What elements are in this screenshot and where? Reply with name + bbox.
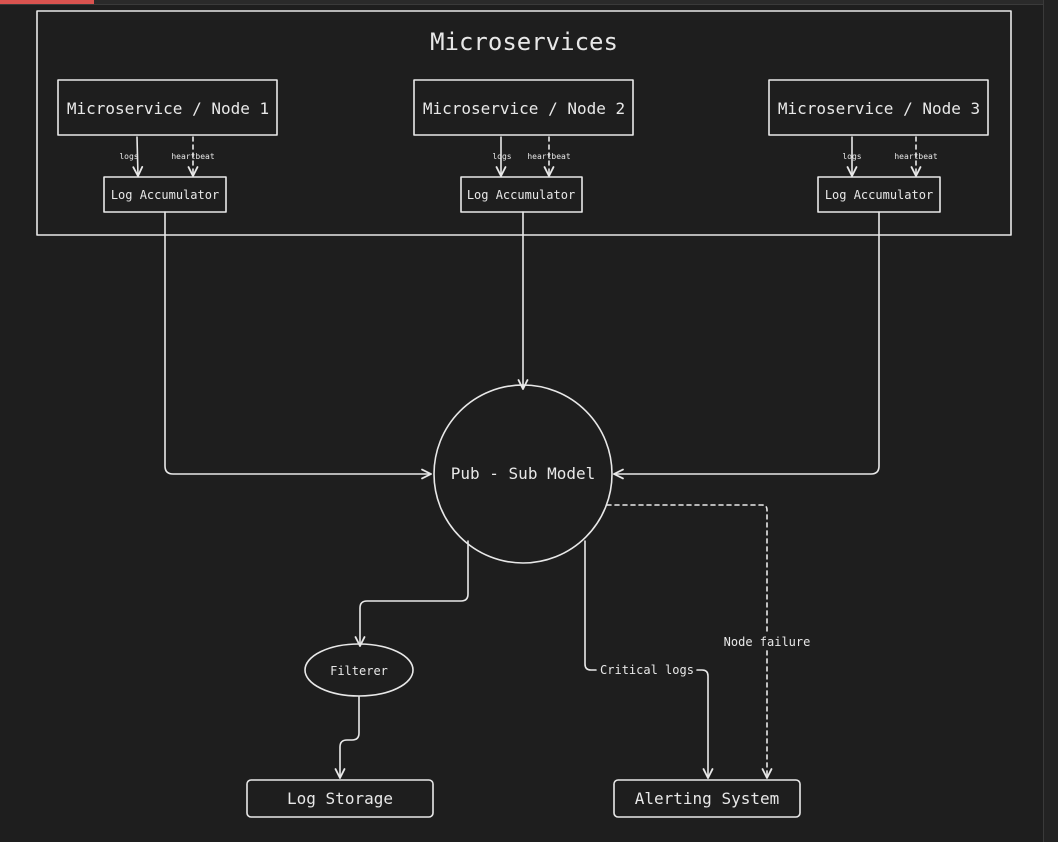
microservices-group-box[interactable]: [36, 10, 1012, 236]
pubsub-circle[interactable]: [433, 384, 613, 564]
node-1-heartbeat-label: heartbeat: [171, 152, 215, 161]
node-1-logs-arrow[interactable]: [132, 136, 144, 177]
node-failure-connector[interactable]: [606, 504, 773, 779]
pubsub-hub[interactable]: Pub - Sub Model: [433, 384, 613, 564]
node-1-logs-label: logs: [119, 152, 138, 161]
log-accumulator-2[interactable]: Log Accumulator: [460, 176, 583, 213]
alerting-system-node[interactable]: Alerting System: [613, 779, 801, 818]
filterer-node[interactable]: Filterer: [304, 643, 414, 697]
alerting-system-label: Alerting System: [635, 789, 780, 808]
microservice-node-1[interactable]: Microservice / Node 1: [57, 79, 278, 136]
microservice-node-3[interactable]: Microservice / Node 3: [768, 79, 989, 136]
filterer-ellipse[interactable]: [304, 643, 414, 697]
critical-logs-connector-a[interactable]: [584, 540, 597, 671]
window-scrollbar-track[interactable]: [1043, 0, 1058, 842]
accumulator-1-label: Log Accumulator: [111, 188, 219, 202]
accumulator-2-label: Log Accumulator: [467, 188, 575, 202]
node-2-label: Microservice / Node 2: [423, 99, 625, 118]
log-accumulator-3[interactable]: Log Accumulator: [817, 176, 941, 213]
log-accumulator-1[interactable]: Log Accumulator: [103, 176, 227, 213]
node-1-label: Microservice / Node 1: [67, 99, 269, 118]
log-storage-box[interactable]: [246, 779, 434, 818]
critical-logs-connector-b[interactable]: [696, 669, 714, 779]
node-3-logs-label: logs: [842, 152, 861, 161]
node-3-box[interactable]: [768, 79, 989, 136]
critical-logs-label: Critical logs: [600, 663, 694, 677]
filterer-label: Filterer: [330, 664, 388, 678]
accumulator-1-to-pubsub-connector[interactable]: [164, 211, 432, 480]
accumulator-2-box[interactable]: [460, 176, 583, 213]
window-top-bar: [0, 0, 1058, 5]
active-tab-indicator: [0, 0, 94, 4]
node-failure-label: Node failure: [724, 635, 811, 649]
microservices-title: Microservices: [430, 28, 618, 56]
log-storage-node[interactable]: Log Storage: [246, 779, 434, 818]
node-failure-label-bg: [720, 632, 814, 650]
node-2-heartbeat-label: heartbeat: [527, 152, 571, 161]
node-2-logs-label: logs: [492, 152, 511, 161]
accumulator-3-to-pubsub-connector[interactable]: [613, 211, 880, 480]
log-storage-label: Log Storage: [287, 789, 393, 808]
node-1-box[interactable]: [57, 79, 278, 136]
pubsub-label: Pub - Sub Model: [451, 464, 596, 483]
pubsub-to-filterer-connector[interactable]: [354, 540, 469, 647]
alerting-system-box[interactable]: [613, 779, 801, 818]
filterer-to-storage-connector[interactable]: [334, 696, 360, 779]
accumulator-3-label: Log Accumulator: [825, 188, 933, 202]
node-2-box[interactable]: [413, 79, 634, 136]
node-3-heartbeat-label: heartbeat: [894, 152, 938, 161]
node-3-label: Microservice / Node 3: [778, 99, 980, 118]
microservice-node-2[interactable]: Microservice / Node 2: [413, 79, 634, 136]
